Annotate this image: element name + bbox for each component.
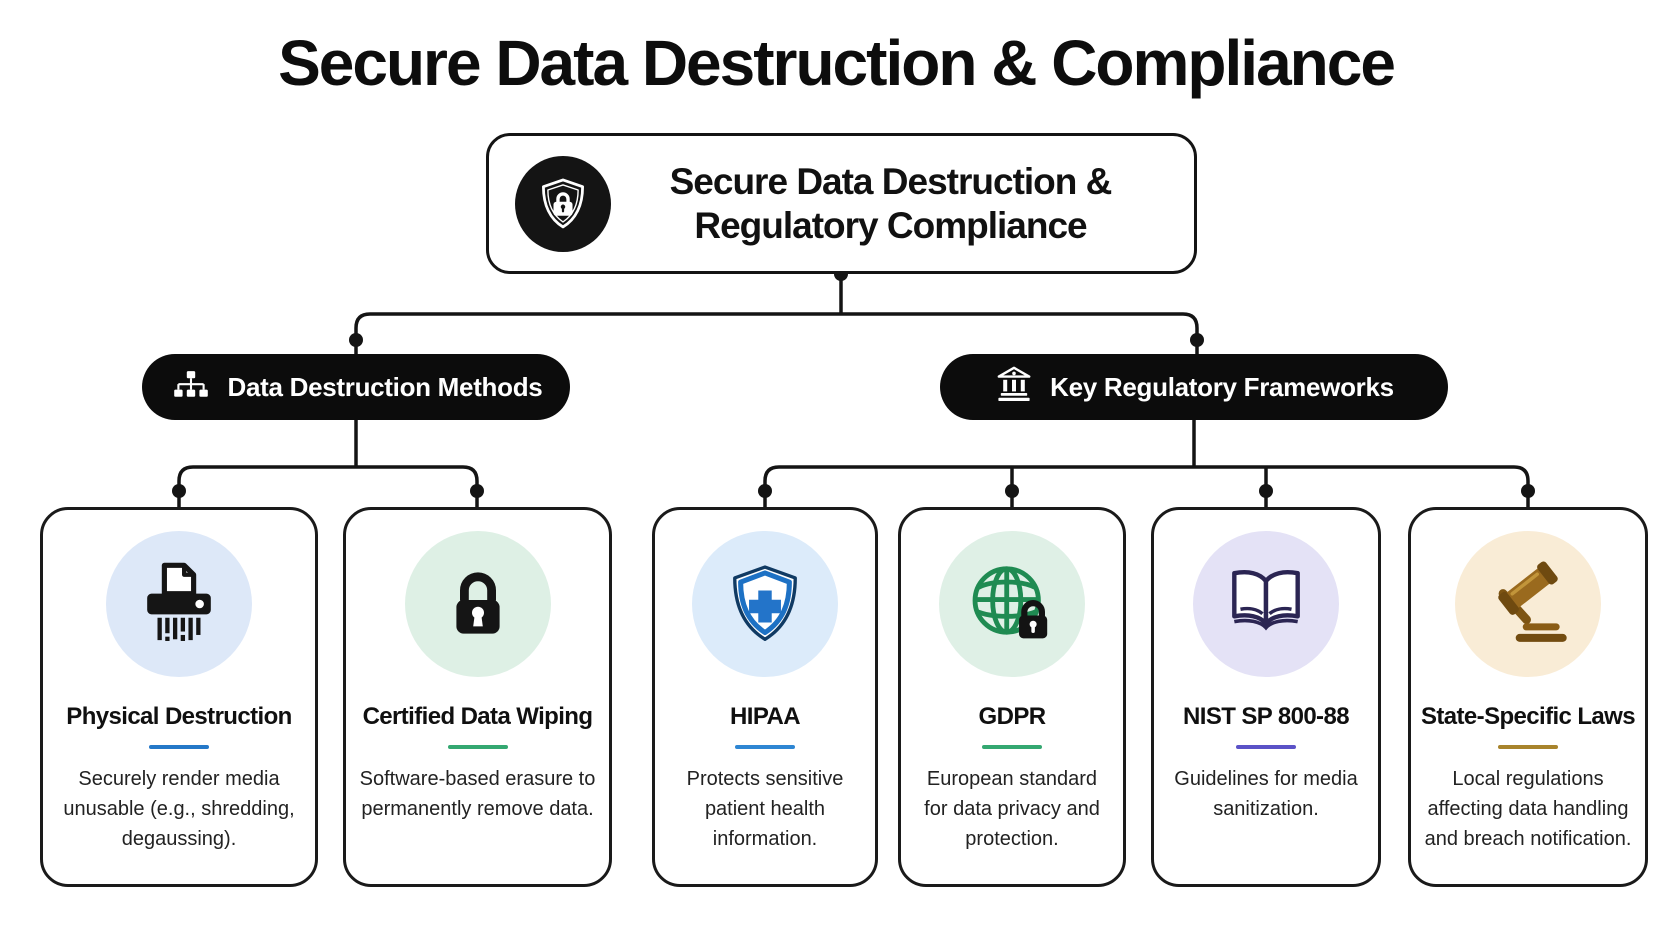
card-title: NIST SP 800-88 bbox=[1183, 703, 1350, 730]
card-gdpr: GDPR European standard for data privacy … bbox=[898, 507, 1126, 887]
open-book-icon bbox=[1193, 531, 1339, 677]
card-title: GDPR bbox=[978, 703, 1047, 730]
card-description: Local regulations affecting data handlin… bbox=[1424, 768, 1632, 851]
accent-divider bbox=[1236, 745, 1296, 750]
card-physical-destruction: Physical Destruction Securely render med… bbox=[40, 507, 318, 887]
branch-key-regulatory-frameworks: Key Regulatory Frameworks bbox=[940, 354, 1448, 420]
root-node: Secure Data Destruction & Regulatory Com… bbox=[486, 133, 1197, 274]
card-hipaa: HIPAA Protects sensitive patient health … bbox=[652, 507, 878, 887]
card-title: Certified Data Wiping bbox=[362, 703, 593, 730]
card-nist-sp-800-88: NIST SP 800-88 Guidelines for media sani… bbox=[1151, 507, 1381, 887]
root-node-title: Secure Data Destruction & Regulatory Com… bbox=[669, 160, 1113, 246]
accent-divider bbox=[149, 745, 209, 750]
shield-lock-icon bbox=[515, 155, 611, 252]
card-title: State-Specific Laws bbox=[1420, 703, 1636, 730]
shredder-icon bbox=[106, 531, 252, 677]
connector-dots bbox=[172, 267, 1535, 498]
branch-data-destruction-methods: Data Destruction Methods bbox=[142, 354, 570, 420]
card-certified-data-wiping: Certified Data Wiping Software-based era… bbox=[343, 507, 612, 887]
card-description: Software-based erasure to permanently re… bbox=[359, 768, 596, 821]
card-description: Guidelines for media sanitization. bbox=[1174, 768, 1358, 821]
medical-shield-icon bbox=[692, 531, 838, 677]
card-description: European standard for data privacy and p… bbox=[924, 768, 1100, 851]
globe-lock-icon bbox=[939, 531, 1085, 677]
accent-divider bbox=[735, 745, 795, 750]
card-state-specific-laws: State-Specific Laws Local regulations af… bbox=[1408, 507, 1648, 887]
padlock-icon bbox=[404, 531, 551, 677]
accent-divider bbox=[982, 745, 1042, 750]
accent-divider bbox=[447, 745, 508, 750]
branch-label: Data Destruction Methods bbox=[227, 371, 543, 402]
page-title: Secure Data Destruction & Compliance bbox=[278, 27, 1396, 99]
gavel-icon bbox=[1455, 531, 1601, 677]
card-description: Securely render media unusable (e.g., sh… bbox=[63, 768, 295, 851]
card-description: Protects sensitive patient health inform… bbox=[686, 768, 844, 851]
bank-icon bbox=[994, 365, 1034, 410]
card-title: Physical Destruction bbox=[66, 703, 292, 730]
branch-label: Key Regulatory Frameworks bbox=[1050, 371, 1394, 402]
hierarchy-icon bbox=[170, 370, 212, 405]
card-title: HIPAA bbox=[730, 703, 801, 730]
accent-divider bbox=[1498, 745, 1558, 750]
